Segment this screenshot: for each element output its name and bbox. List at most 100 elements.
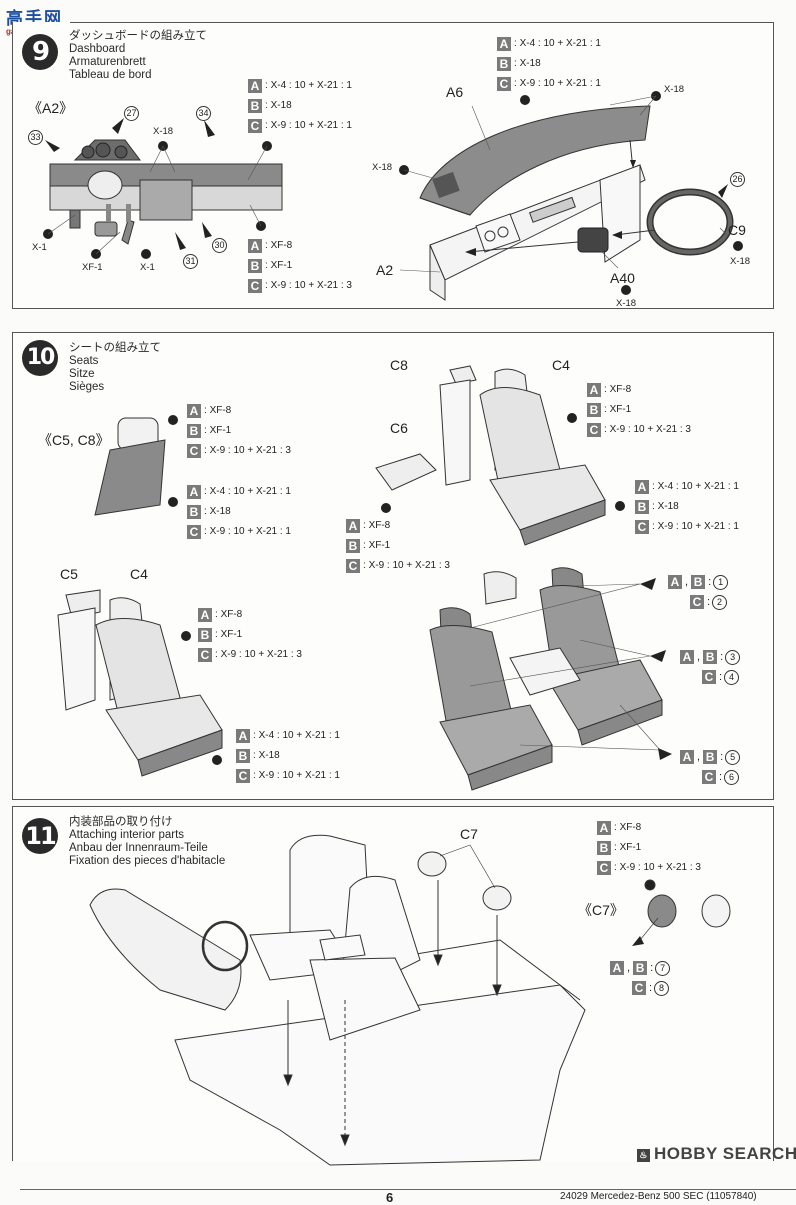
badge-c: C [702, 670, 716, 684]
hobby-search-logo: ♨HOBBY SEARCH [637, 1144, 796, 1164]
step-11-titles: 内装部品の取り付け Attaching interior parts Anbau… [69, 816, 225, 868]
part-label-c4-top: C4 [552, 357, 570, 373]
badge-c: C [635, 520, 649, 534]
paint-label-x18-c: X-18 [730, 256, 751, 267]
badge-a: A [198, 608, 212, 622]
step-11-title-jp: 内装部品の取り付け [69, 816, 173, 828]
decal-27: 27 [124, 106, 139, 121]
part-label-c7: C7 [460, 826, 478, 842]
decal-ref-5-6: A,B:5 C:6 [680, 747, 741, 787]
decal-31: 31 [183, 254, 198, 269]
decal-ref-3-4: A,B:3 C:4 [680, 647, 741, 687]
badge-a: A [587, 383, 601, 397]
step-10-color-block-4: A: X-4 : 10 + X-21 : 1 B: X-18 C: X-9 : … [635, 477, 739, 537]
badge-a: A [187, 404, 201, 418]
badge-c: C [187, 444, 201, 458]
badge-a: A [680, 750, 694, 764]
badge-b: B [703, 650, 718, 664]
step-10-color-block-7: A: X-4 : 10 + X-21 : 1 B: X-18 C: X-9 : … [236, 726, 340, 786]
step-10-title-en: Seats [69, 355, 99, 367]
badge-c: C [187, 525, 201, 539]
step-9-title-fr: Tableau de bord [69, 69, 152, 81]
badge-c: C [198, 648, 212, 662]
decal-30: 30 [212, 238, 227, 253]
badge-c: C [690, 595, 704, 609]
badge-b: B [497, 57, 511, 71]
badge-b: B [248, 259, 262, 273]
decal-33: 33 [28, 130, 43, 145]
step-11-title-fr: Fixation des pieces d'habitacle [69, 855, 226, 867]
badge-c: C [248, 119, 262, 133]
step-10-number: 10 [22, 340, 58, 376]
paint-label-x18: X-18 [153, 126, 174, 137]
badge-a: A [187, 485, 201, 499]
badge-c: C [346, 559, 360, 573]
step-9-detail-label: 《A2》 [28, 100, 74, 116]
paint-label-xf1: XF-1 [82, 262, 103, 273]
decal-ref-1-2: A,B:1 C:2 [668, 572, 729, 612]
badge-c: C [497, 77, 511, 91]
paint-label-x18-b: X-18 [372, 162, 393, 173]
badge-b: B [703, 750, 718, 764]
part-label-c4-bottom: C4 [130, 566, 148, 582]
badge-a: A [668, 575, 682, 589]
badge-b: B [187, 505, 201, 519]
badge-a: A [346, 519, 360, 533]
badge-a: A [635, 480, 649, 494]
decal-26: 26 [730, 172, 745, 187]
step-11-title-de: Anbau der Innenraum-Teile [69, 842, 208, 854]
paint-label-x1-right: X-1 [140, 262, 155, 273]
decal-34: 34 [196, 106, 211, 121]
badge-b: B [248, 99, 262, 113]
step-10-color-block-6: A: XF-8 B: XF-1 C: X-9 : 10 + X-21 : 3 [198, 605, 302, 665]
step-10-color-block-2: A: X-4 : 10 + X-21 : 1 B: X-18 C: X-9 : … [187, 482, 291, 542]
badge-b: B [597, 841, 611, 855]
paint-label-x18-a: X-18 [664, 84, 685, 95]
badge-c: C [702, 770, 716, 784]
step-9-title-en: Dashboard [69, 43, 126, 55]
badge-a: A [248, 79, 262, 93]
paint-label-x18-d: X-18 [616, 298, 637, 309]
badge-c: C [632, 981, 646, 995]
badge-b: B [236, 749, 250, 763]
step-11-title-en: Attaching interior parts [69, 829, 185, 841]
part-label-c5: C5 [60, 566, 78, 582]
product-info: 24029 Mercedez-Benz 500 SEC (11057840) [560, 1191, 757, 1202]
step-10-color-block-3: A: XF-8 B: XF-1 C: X-9 : 10 + X-21 : 3 [587, 380, 691, 440]
hobby-search-icon: ♨ [637, 1149, 650, 1162]
badge-b: B [198, 628, 212, 642]
decal-ref-7-8: A,B:7 C:8 [610, 958, 671, 998]
step-9-color-block-2: A: X-4 : 10 + X-21 : 1 B: X-18 C: X-9 : … [497, 34, 601, 94]
step-9-color-block-3: A: XF-8 B: XF-1 C: X-9 : 10 + X-21 : 3 [248, 236, 352, 296]
step-9-top-border [70, 22, 773, 23]
step-9-title-jp: ダッシュボードの組み立て [69, 30, 207, 42]
step-10-title-jp: シートの組み立て [69, 342, 161, 354]
step-11-detail-label: 《C7》 [578, 902, 624, 918]
badge-b: B [633, 961, 648, 975]
badge-a: A [597, 821, 611, 835]
part-label-a2: A2 [376, 262, 394, 278]
step-9-titles: ダッシュボードの組み立て Dashboard Armaturenbrett Ta… [69, 30, 207, 82]
step-10-detail-label: 《C5, C8》 [38, 432, 110, 448]
badge-a: A [610, 961, 624, 975]
badge-b: B [587, 403, 601, 417]
step-11-number: 11 [22, 818, 58, 854]
step-9-number: 9 [22, 34, 58, 70]
badge-a: A [248, 239, 262, 253]
step-10-titles: シートの組み立て Seats Sitze Sièges [69, 342, 161, 394]
step-10-color-block-5: A: XF-8 B: XF-1 C: X-9 : 10 + X-21 : 3 [346, 516, 450, 576]
badge-c: C [587, 423, 601, 437]
step-9-title-de: Armaturenbrett [69, 56, 146, 68]
badge-c: C [597, 861, 611, 875]
part-label-c8: C8 [390, 357, 408, 373]
badge-a: A [497, 37, 511, 51]
badge-b: B [635, 500, 649, 514]
step-10-color-block-1: A: XF-8 B: XF-1 C: X-9 : 10 + X-21 : 3 [187, 401, 291, 461]
part-label-a6: A6 [446, 84, 464, 100]
badge-b: B [691, 575, 706, 589]
step-10-title-de: Sitze [69, 368, 95, 380]
step-11-color-block: A: XF-8 B: XF-1 C: X-9 : 10 + X-21 : 3 [597, 818, 701, 878]
